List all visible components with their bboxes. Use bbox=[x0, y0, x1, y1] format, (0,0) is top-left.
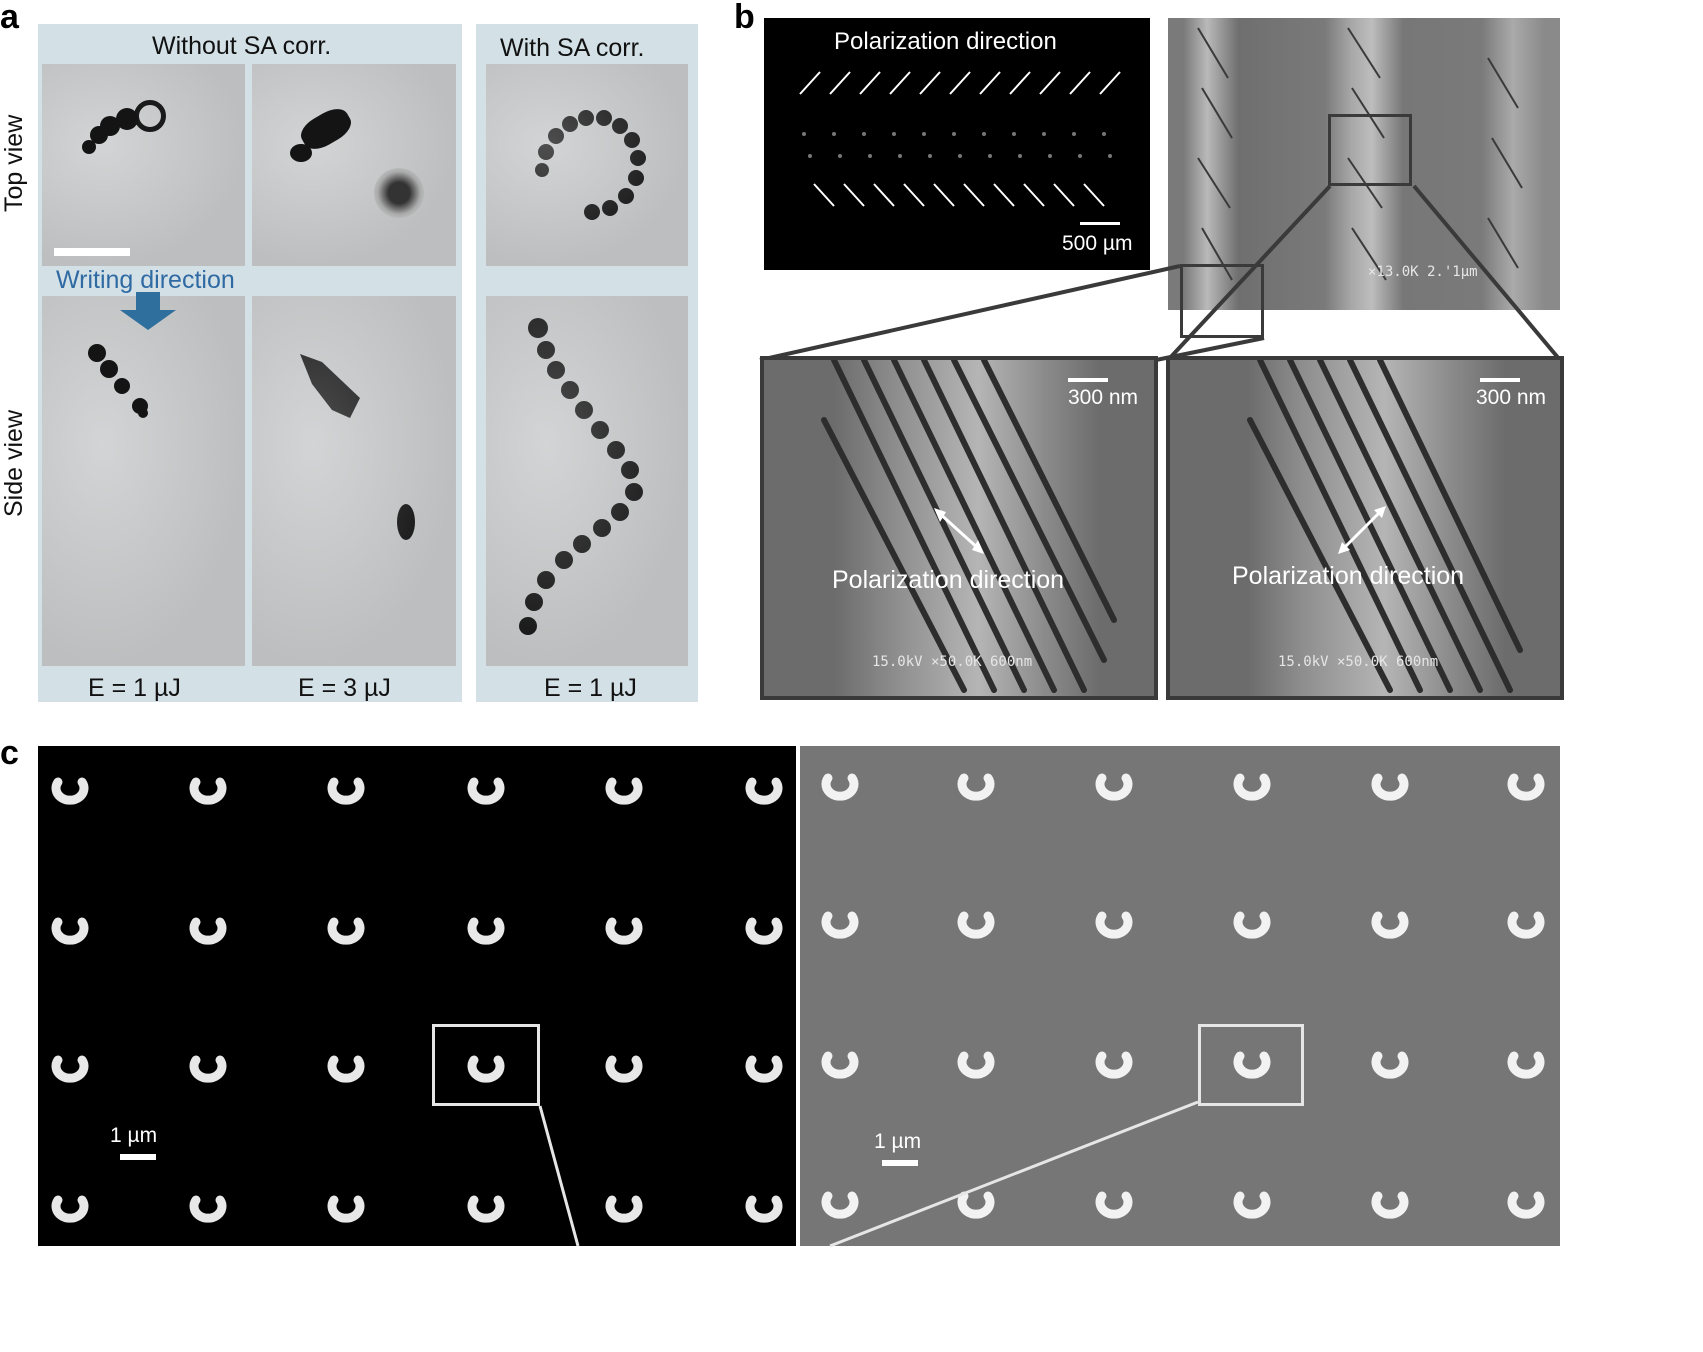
panel-c-left-highlight-box bbox=[432, 1024, 540, 1106]
u-structure bbox=[189, 917, 227, 945]
u-structure bbox=[1371, 773, 1409, 801]
u-structure bbox=[51, 1195, 89, 1223]
zoom-left-polarization-label: Polarization direction bbox=[832, 566, 1065, 594]
u-structure bbox=[467, 917, 505, 945]
u-structure bbox=[1371, 1191, 1409, 1219]
u-structure bbox=[605, 1195, 643, 1223]
zoom-right-polarization-label: Polarization direction bbox=[1232, 562, 1465, 590]
polarization-array-image: Polarization direction bbox=[764, 18, 1150, 270]
u-structure bbox=[957, 773, 995, 801]
u-structure bbox=[1233, 1191, 1271, 1219]
panel-c-simulation-image: 1 µm bbox=[38, 746, 796, 1246]
u-structure bbox=[605, 1055, 643, 1083]
panel-c-right-scalebar-line bbox=[882, 1160, 918, 1166]
inset-title: Polarization direction bbox=[834, 28, 1057, 55]
header-with-sa: With SA corr. bbox=[500, 34, 645, 62]
u-structure bbox=[1507, 1191, 1545, 1219]
zoom-right-scalebar-line bbox=[1480, 378, 1520, 382]
u-structure bbox=[1095, 1051, 1133, 1079]
zoom-right-footer: 15.0kV ×50.0K 600nm bbox=[1278, 654, 1439, 670]
zoom-box-left bbox=[1180, 264, 1264, 338]
u-structure bbox=[605, 777, 643, 805]
u-structure bbox=[821, 911, 859, 939]
u-structure bbox=[957, 1191, 995, 1219]
u-structure bbox=[957, 911, 995, 939]
top-view-image-with-sa bbox=[486, 64, 688, 266]
side-view-image-with-sa bbox=[486, 296, 688, 666]
writing-direction-label: Writing direction bbox=[56, 266, 235, 294]
inset-scalebar-label: 500 µm bbox=[1062, 232, 1133, 255]
panel-c-left-scalebar-label: 1 µm bbox=[110, 1124, 158, 1147]
u-structure bbox=[957, 1051, 995, 1079]
u-structure bbox=[327, 1195, 365, 1223]
zoom-left-scalebar-line bbox=[1068, 378, 1108, 382]
u-structure bbox=[1095, 911, 1133, 939]
u-structure bbox=[1095, 1191, 1133, 1219]
panel-c-left-scalebar-line bbox=[120, 1154, 156, 1160]
panel-letter-b: b bbox=[734, 0, 755, 36]
u-structure bbox=[1233, 911, 1271, 939]
u-structure bbox=[821, 1191, 859, 1219]
row-label-side-view: Side view bbox=[0, 410, 28, 517]
sem-overview-image: ×13.0K 2.'1µm bbox=[1168, 18, 1560, 310]
u-structure bbox=[1233, 1051, 1271, 1079]
u-structure bbox=[467, 777, 505, 805]
energy-label-2: E = 3 µJ bbox=[298, 674, 391, 702]
u-structure bbox=[327, 777, 365, 805]
u-structure bbox=[189, 1195, 227, 1223]
panel-c-right-scalebar-label: 1 µm bbox=[874, 1130, 922, 1153]
panel-c-right-highlight-box bbox=[1198, 1024, 1304, 1106]
side-view-image-3uj bbox=[252, 296, 456, 666]
header-without-sa: Without SA corr. bbox=[152, 32, 332, 60]
u-structure bbox=[1233, 773, 1271, 801]
u-structure bbox=[51, 1055, 89, 1083]
panel-letter-c: c bbox=[0, 734, 19, 772]
u-structure bbox=[745, 1055, 783, 1083]
zoom-left-footer: 15.0kV ×50.0K 600nm bbox=[872, 654, 1033, 670]
u-structure bbox=[605, 917, 643, 945]
u-structure bbox=[189, 777, 227, 805]
u-structure bbox=[51, 777, 89, 805]
zoom-connectors bbox=[759, 184, 1562, 362]
u-structure bbox=[1507, 773, 1545, 801]
u-structure bbox=[745, 1195, 783, 1223]
zoom-left-scalebar-label: 300 nm bbox=[1068, 386, 1139, 409]
energy-label-1: E = 1 µJ bbox=[88, 674, 181, 702]
zoom-right-scalebar-label: 300 nm bbox=[1476, 386, 1547, 409]
sem-overview-footer: ×13.0K 2.'1µm bbox=[1368, 264, 1478, 280]
top-view-image-1uj bbox=[42, 64, 245, 266]
u-structure bbox=[51, 917, 89, 945]
u-structure bbox=[189, 1055, 227, 1083]
u-structure bbox=[1507, 1051, 1545, 1079]
top-view-image-3uj bbox=[252, 64, 456, 266]
u-structure bbox=[821, 1051, 859, 1079]
u-structure bbox=[1371, 1051, 1409, 1079]
u-structure bbox=[1371, 911, 1409, 939]
side-view-image-1uj bbox=[42, 296, 245, 666]
u-structure bbox=[745, 917, 783, 945]
u-structure bbox=[467, 1055, 505, 1083]
sem-zoom-right: 300 nm Polarization direction 15.0kV ×50… bbox=[1166, 356, 1564, 700]
panel-letter-a: a bbox=[0, 0, 19, 36]
u-structure bbox=[327, 1055, 365, 1083]
scale-bar-a bbox=[54, 248, 130, 256]
u-structure bbox=[467, 1195, 505, 1223]
inset-scalebar-line bbox=[1080, 222, 1120, 225]
u-structure bbox=[821, 773, 859, 801]
panel-c-sem-image: 1 µm bbox=[800, 746, 1560, 1246]
row-label-top-view: Top view bbox=[0, 114, 28, 212]
writing-direction-arrow bbox=[120, 292, 176, 330]
energy-label-3: E = 1 µJ bbox=[544, 674, 637, 702]
sem-zoom-left: 300 nm Polarization direction 15.0kV ×50… bbox=[760, 356, 1158, 700]
u-structure bbox=[745, 777, 783, 805]
u-structure bbox=[1507, 911, 1545, 939]
zoom-box-right bbox=[1328, 114, 1412, 186]
u-structure bbox=[1095, 773, 1133, 801]
u-structure bbox=[327, 917, 365, 945]
